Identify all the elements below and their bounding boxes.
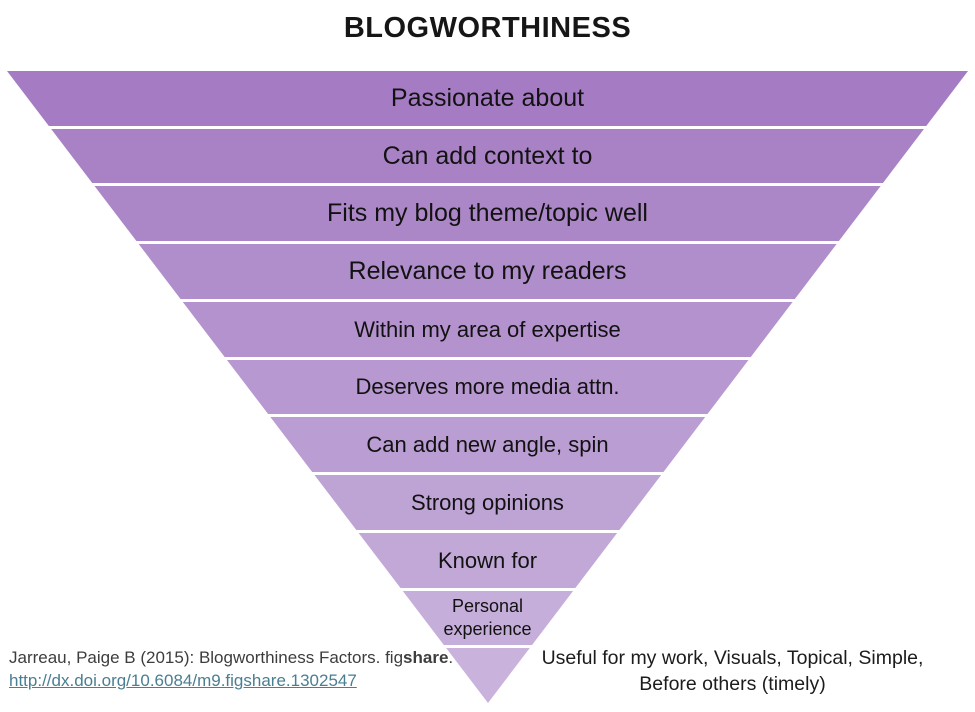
pyramid-layer: Deserves more media attn. xyxy=(7,359,968,415)
citation-text-end: . xyxy=(448,648,454,667)
citation: Jarreau, Paige B (2015): Blogworthiness … xyxy=(9,647,453,693)
citation-text: Jarreau, Paige B (2015): Blogworthiness … xyxy=(9,648,404,667)
page-title: BLOGWORTHINESS xyxy=(343,12,632,44)
citation-line: Jarreau, Paige B (2015): Blogworthiness … xyxy=(9,647,453,670)
bottom-factors-line2: Before others (timely) xyxy=(639,673,826,696)
pyramid-layer: Personal experience xyxy=(7,590,968,646)
bottom-factors-line1: Useful for my work, Visuals, Topical, Si… xyxy=(541,647,924,669)
citation-link-line: http://dx.doi.org/10.6084/m9.figshare.13… xyxy=(9,670,453,693)
pyramid-layer: Relevance to my readers xyxy=(7,244,968,299)
doi-link[interactable]: http://dx.doi.org/10.6084/m9.figshare.13… xyxy=(9,670,357,690)
pyramid-layer-label: Deserves more media attn. xyxy=(355,374,620,400)
citation-text-bold: share xyxy=(403,648,449,667)
pyramid-layer-label: Can add context to xyxy=(382,141,593,170)
pyramid-layer: Passionate about xyxy=(7,71,968,126)
pyramid-layer-label: Known for xyxy=(437,547,538,573)
pyramid-layer: Within my area of expertise xyxy=(7,301,968,357)
pyramid-layer-label: Relevance to my readers xyxy=(348,257,627,286)
bottom-factors-note: Useful for my work, Visuals, Topical, Si… xyxy=(505,645,960,698)
pyramid-layer: Can add context to xyxy=(7,128,968,184)
pyramid-layer-label: Fits my blog theme/topic well xyxy=(327,199,648,228)
pyramid-layer: Known for xyxy=(7,532,968,588)
pyramid-layer: Can add new angle, spin xyxy=(7,417,968,473)
pyramid-layer: Strong opinions xyxy=(7,475,968,530)
pyramid-layer-label: Can add new angle, spin xyxy=(366,432,609,458)
pyramid-layer-label: Passionate about xyxy=(390,83,585,112)
pyramid-layer-label: Strong opinions xyxy=(411,489,564,515)
pyramid-layer-label: Within my area of expertise xyxy=(354,316,621,342)
pyramid-layer: Fits my blog theme/topic well xyxy=(7,186,968,242)
pyramid-layer-label: Personal experience xyxy=(443,595,532,639)
